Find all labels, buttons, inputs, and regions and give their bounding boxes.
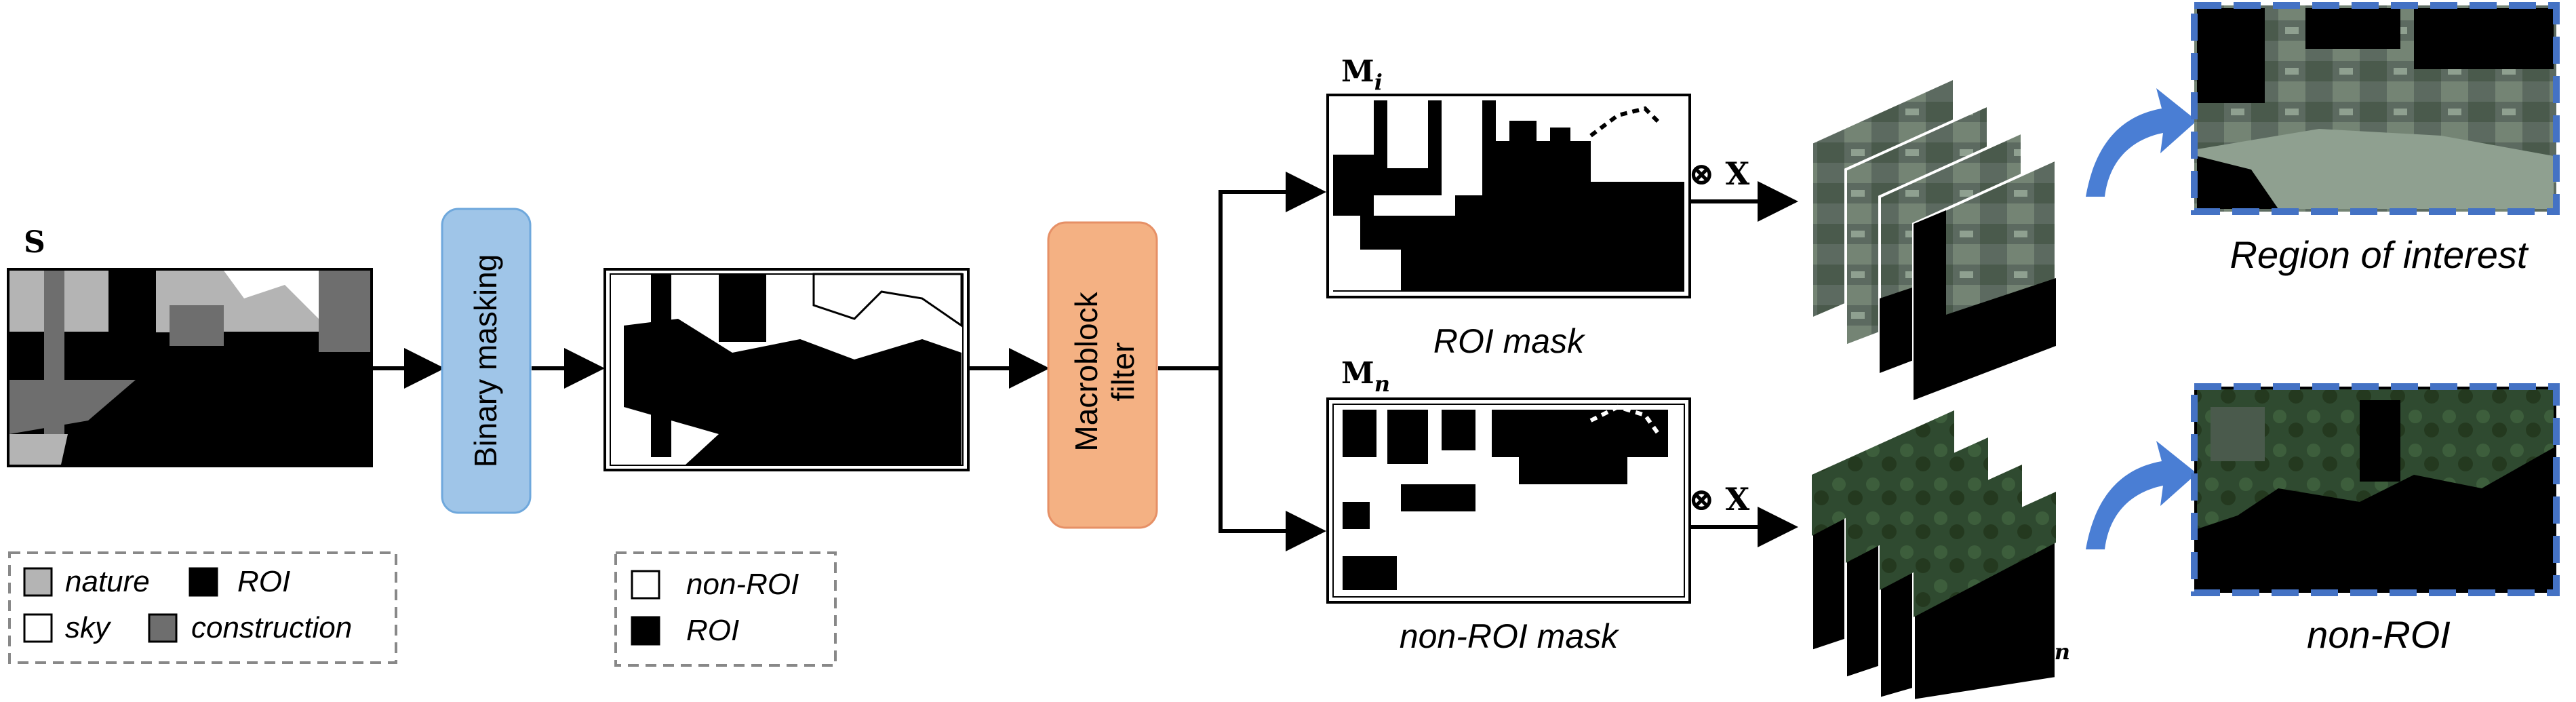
legend-label-nonroi: non-ROI bbox=[686, 568, 799, 601]
legend-label-construction: construction bbox=[191, 611, 352, 644]
roi-frame-stack bbox=[1810, 75, 2057, 402]
binary-mask-image bbox=[603, 268, 970, 471]
legend-swatch-binary-roi bbox=[631, 616, 660, 646]
roi-output-caption: Region of interest bbox=[2230, 233, 2529, 276]
macroblock-filter-line2: filter bbox=[1105, 343, 1141, 402]
roi-output-frame bbox=[2191, 2, 2560, 215]
roi-mask-image bbox=[1326, 94, 1691, 298]
legend-swatch-roi bbox=[189, 567, 218, 597]
legend-label-nature: nature bbox=[65, 565, 150, 598]
legend-label-binary-roi: ROI bbox=[686, 614, 739, 647]
input-segmentation-image bbox=[7, 268, 373, 467]
legend-swatch-nature bbox=[23, 567, 53, 597]
nonroi-mask-symbol: Mn bbox=[1341, 356, 1390, 397]
nonroi-mask-caption: non-ROI mask bbox=[1400, 617, 1620, 655]
roi-curved-arrow bbox=[2086, 88, 2197, 197]
binary-masking-block bbox=[441, 208, 532, 514]
binary-masking-label: Binary masking bbox=[468, 254, 503, 467]
legend-label-roi: ROI bbox=[237, 565, 290, 598]
nonroi-frame-stack bbox=[1810, 408, 2057, 702]
branch-connector bbox=[1158, 192, 1223, 370]
input-symbol: S bbox=[24, 225, 45, 260]
nonroi-curved-arrow bbox=[2086, 441, 2197, 549]
roi-operator: ⊗ X bbox=[1688, 155, 1750, 192]
semantic-legend: nature ROI sky construction bbox=[8, 551, 397, 664]
nonroi-mask-image bbox=[1326, 397, 1691, 604]
nonroi-output-caption: non-ROI bbox=[2307, 613, 2451, 656]
nonroi-output-frame bbox=[2191, 383, 2560, 596]
legend-swatch-nonroi bbox=[631, 570, 660, 600]
legend-label-sky: sky bbox=[65, 611, 112, 644]
legend-swatch-construction bbox=[148, 613, 178, 643]
nonroi-operator: ⊗ X bbox=[1688, 481, 1750, 518]
roi-stream-symbol: Si bbox=[2026, 290, 2056, 331]
roi-mask-caption: ROI mask bbox=[1433, 322, 1586, 360]
roi-mask-symbol: Mi bbox=[1341, 54, 1383, 95]
nonroi-stream-symbol: Sn bbox=[2033, 624, 2070, 665]
binary-legend: non-ROI ROI bbox=[614, 551, 837, 667]
macroblock-filter-block bbox=[1047, 221, 1158, 529]
legend-swatch-sky bbox=[23, 613, 53, 643]
macroblock-filter-line1: Macroblock bbox=[1069, 291, 1104, 451]
